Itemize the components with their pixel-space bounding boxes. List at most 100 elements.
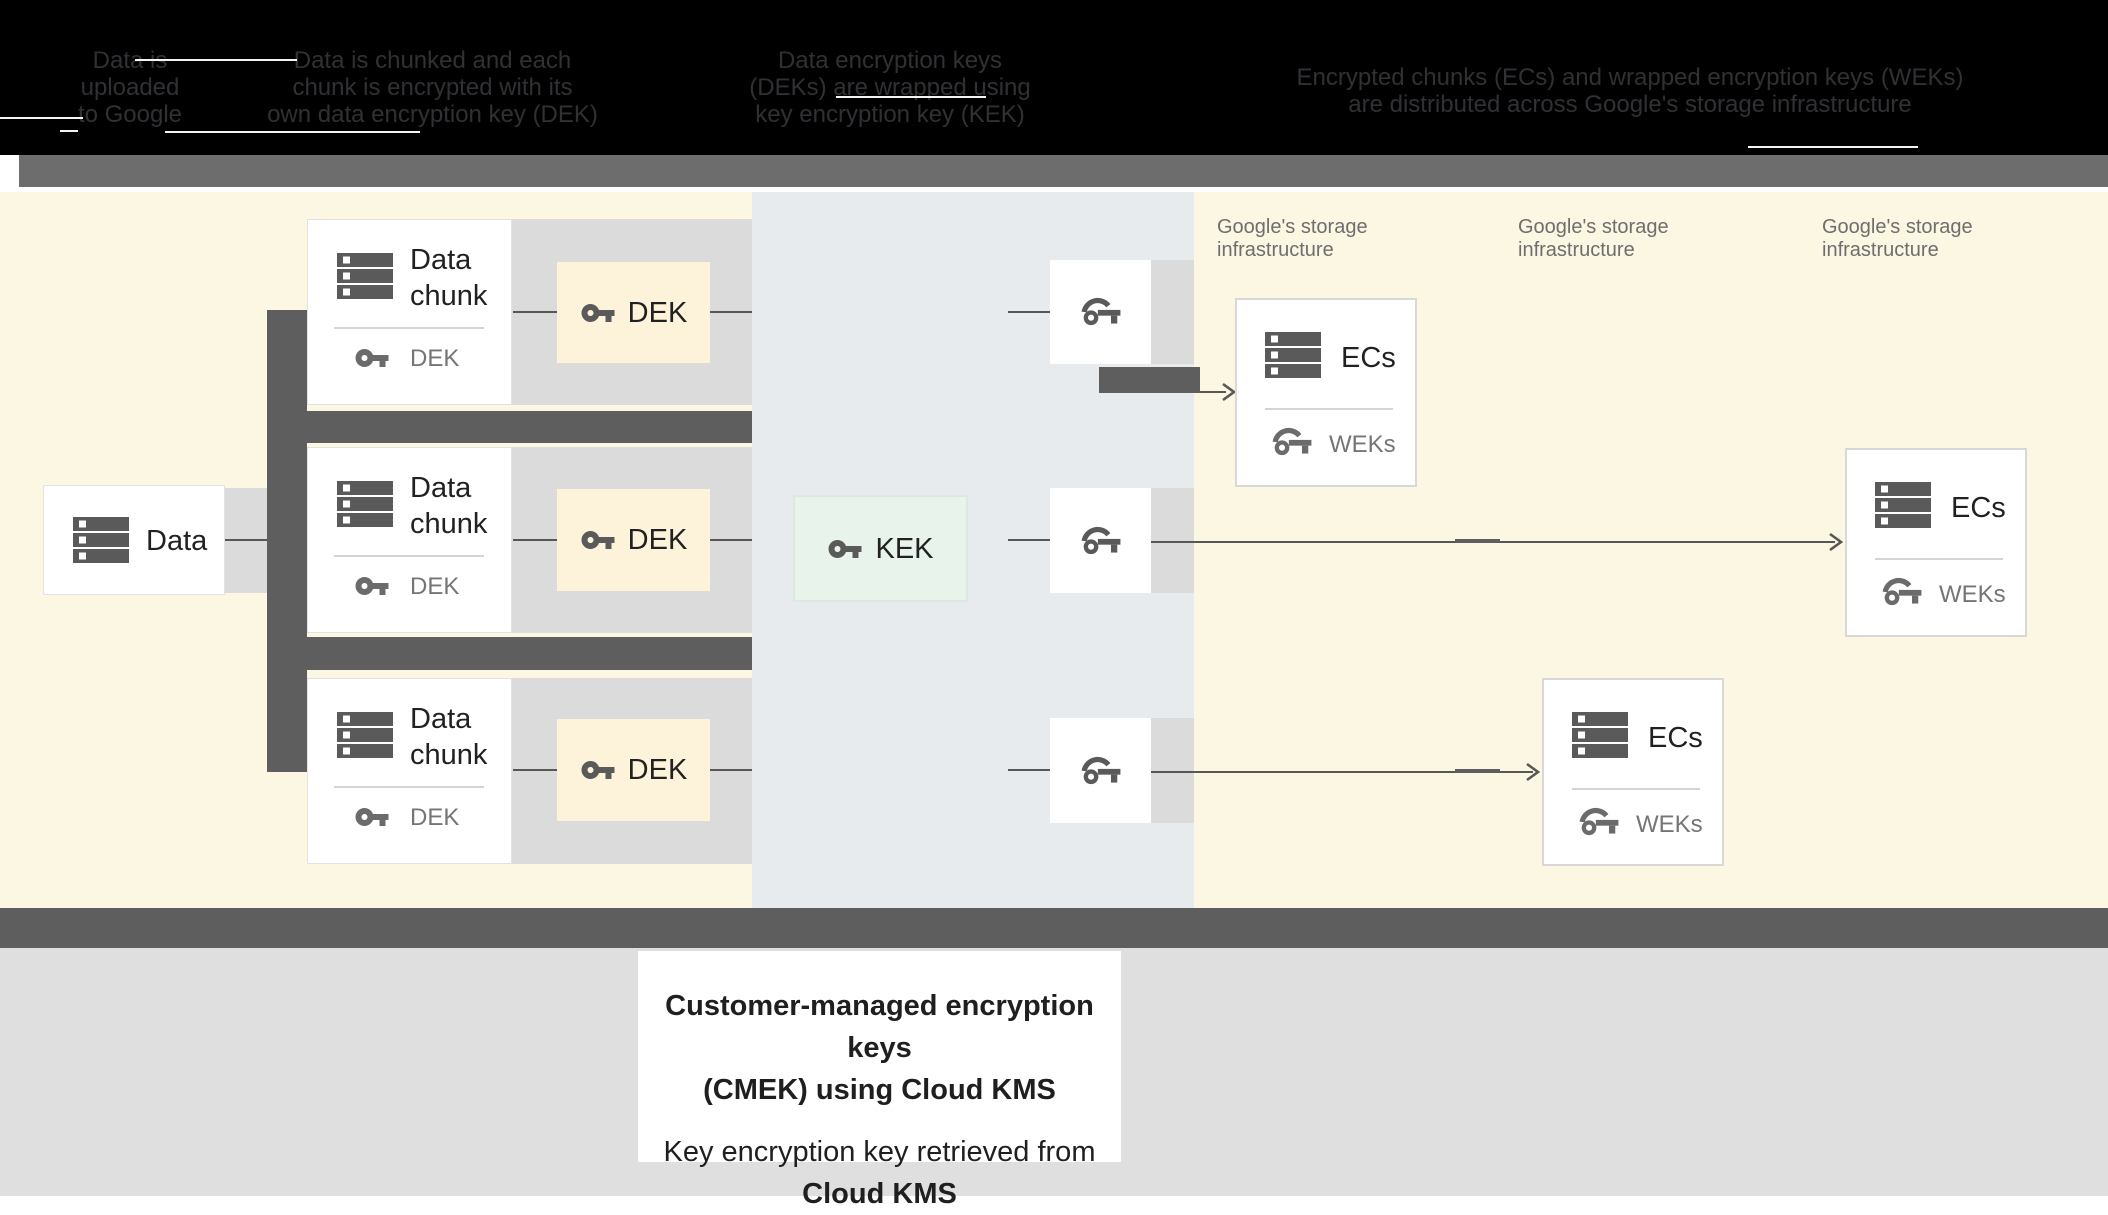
header-text-line: uploaded: [80, 74, 180, 101]
header-col-wrapped: Data encryption keys (DEKs) are wrapped …: [745, 47, 1035, 128]
data-box-label: Data: [146, 525, 208, 557]
caption-title-line: Customer-managed encryption keys: [665, 990, 1094, 1064]
data-chunk-title: Data chunk: [410, 472, 488, 540]
header-artifact-line: [135, 59, 297, 61]
dek-key-icon: [355, 808, 389, 826]
connector-line: [1008, 539, 1050, 541]
connector-line: [513, 769, 557, 771]
connector-line: [710, 539, 752, 541]
header-artifact-line: [1748, 146, 1918, 148]
ecs-key-label: WEKs: [1329, 431, 1396, 458]
ecs-title: ECs: [1648, 722, 1703, 754]
ecs-box: ECs WEKs: [1542, 678, 1724, 866]
key-icon: [828, 539, 862, 558]
wek-key-icon: [1578, 806, 1620, 838]
wrapped-key-icon: [1080, 525, 1122, 557]
connector-stair: [267, 637, 752, 670]
wrapped-key-icon: [1080, 755, 1122, 787]
caption-title-line: (CMEK) using Cloud KMS: [703, 1074, 1056, 1106]
header-col-distributed: Encrypted chunks (ECs) and wrapped encry…: [1295, 64, 1965, 118]
connector-line: [710, 769, 752, 771]
chunk-key-label: DEK: [410, 804, 460, 831]
wek-key-icon: [1881, 576, 1923, 608]
arrow-line-overlap: [1455, 539, 1500, 543]
data-chunk-box: Data chunk DEK: [307, 447, 512, 633]
connector-line: [1008, 769, 1050, 771]
connector-line: [1008, 311, 1050, 313]
header-text-line: chunk is encrypted with its: [292, 74, 573, 101]
data-chunk-title: Data chunk: [410, 703, 488, 771]
shadow-band: [1151, 718, 1194, 823]
header-artifact-line: [0, 117, 83, 119]
data-box: Data: [43, 485, 225, 595]
dek-box: DEK: [557, 489, 710, 591]
kek-box: KEK: [793, 495, 968, 602]
header-artifact-line: [60, 130, 78, 132]
connector-stair: [267, 411, 752, 443]
data-chunk-icon: [337, 712, 393, 758]
wrapped-key-box: [1050, 718, 1151, 823]
caption-subtitle-line: Key encryption key retrieved from: [663, 1136, 1096, 1168]
data-chunk-box: Data chunk DEK: [307, 219, 512, 405]
shadow-band: [1151, 488, 1194, 593]
key-icon: [581, 531, 615, 549]
storage-zone-band: [0, 908, 2108, 948]
ecs-key-label: WEKs: [1939, 581, 2006, 608]
data-chunk-title: Data chunk: [410, 244, 488, 312]
wrapped-key-pipe: [1099, 367, 1200, 393]
diagram-canvas: Data Data chunk DEK Data chunk DEK Data …: [0, 192, 2108, 908]
ecs-title: ECs: [1951, 492, 2006, 524]
caption-subtitle-line: Cloud KMS: [802, 1178, 957, 1210]
data-chunk-box: Data chunk DEK: [307, 678, 512, 864]
footer-area: Customer-managed encryption keys (CMEK) …: [0, 948, 2108, 1210]
connector-trunk: [267, 310, 307, 772]
connector-line: [710, 311, 752, 313]
header-divider-band: [19, 155, 2108, 187]
caption-spacer: [638, 951, 1121, 985]
dek-box: DEK: [557, 719, 710, 821]
header-text-line: to Google: [77, 101, 183, 128]
chunk-divider: [334, 786, 484, 788]
wek-key-icon: [1271, 426, 1313, 458]
wrapped-key-box: [1050, 260, 1151, 364]
header-text-line: are distributed across Google's storage …: [1348, 91, 1912, 118]
dek-box: DEK: [557, 262, 710, 363]
ecs-icon: [1875, 482, 1931, 528]
header-text-line: Encrypted chunks (ECs) and wrapped encry…: [1296, 64, 1964, 91]
header-text-line: key encryption key (KEK): [755, 101, 1025, 128]
data-chunk-icon: [337, 481, 393, 527]
header-col-upload: Data is uploaded to Google: [50, 47, 210, 128]
ecs-divider: [1265, 408, 1393, 410]
header-text-line: Data is chunked and each: [293, 47, 572, 74]
dek-key-icon: [355, 577, 389, 595]
header-col-chunked: Data is chunked and each chunk is encryp…: [265, 47, 600, 128]
storage-infrastructure-label: Google's storage infrastructure: [1822, 216, 1973, 261]
wrapped-key-box: [1050, 488, 1151, 593]
dek-key-icon: [355, 349, 389, 367]
storage-infrastructure-label: Google's storage infrastructure: [1217, 216, 1368, 261]
header-artifact-line: [836, 96, 986, 98]
ecs-title: ECs: [1341, 342, 1396, 374]
dek-box-label: DEK: [627, 524, 688, 556]
arrow-line-to-ecs-bottom: [1151, 771, 1533, 773]
ecs-box: ECs WEKs: [1845, 448, 2027, 637]
shadow-band: [1151, 260, 1194, 364]
ecs-box: ECs WEKs: [1235, 298, 1417, 487]
connector-line: [225, 539, 267, 541]
kek-box-label: KEK: [875, 532, 934, 565]
dek-box-label: DEK: [627, 296, 688, 329]
caption-box: Customer-managed encryption keys (CMEK) …: [638, 951, 1121, 1210]
chunk-divider: [334, 327, 484, 329]
arrow-line-overlap: [1455, 769, 1500, 773]
wrapped-key-icon: [1080, 296, 1122, 328]
ecs-icon: [1572, 712, 1628, 758]
ecs-key-label: WEKs: [1636, 811, 1703, 838]
key-icon: [581, 303, 615, 322]
ecs-icon: [1265, 332, 1321, 378]
ecs-divider: [1572, 788, 1700, 790]
ecs-divider: [1875, 558, 2003, 560]
connector-line: [513, 311, 557, 313]
connector-line: [513, 539, 557, 541]
chunk-divider: [334, 555, 484, 557]
